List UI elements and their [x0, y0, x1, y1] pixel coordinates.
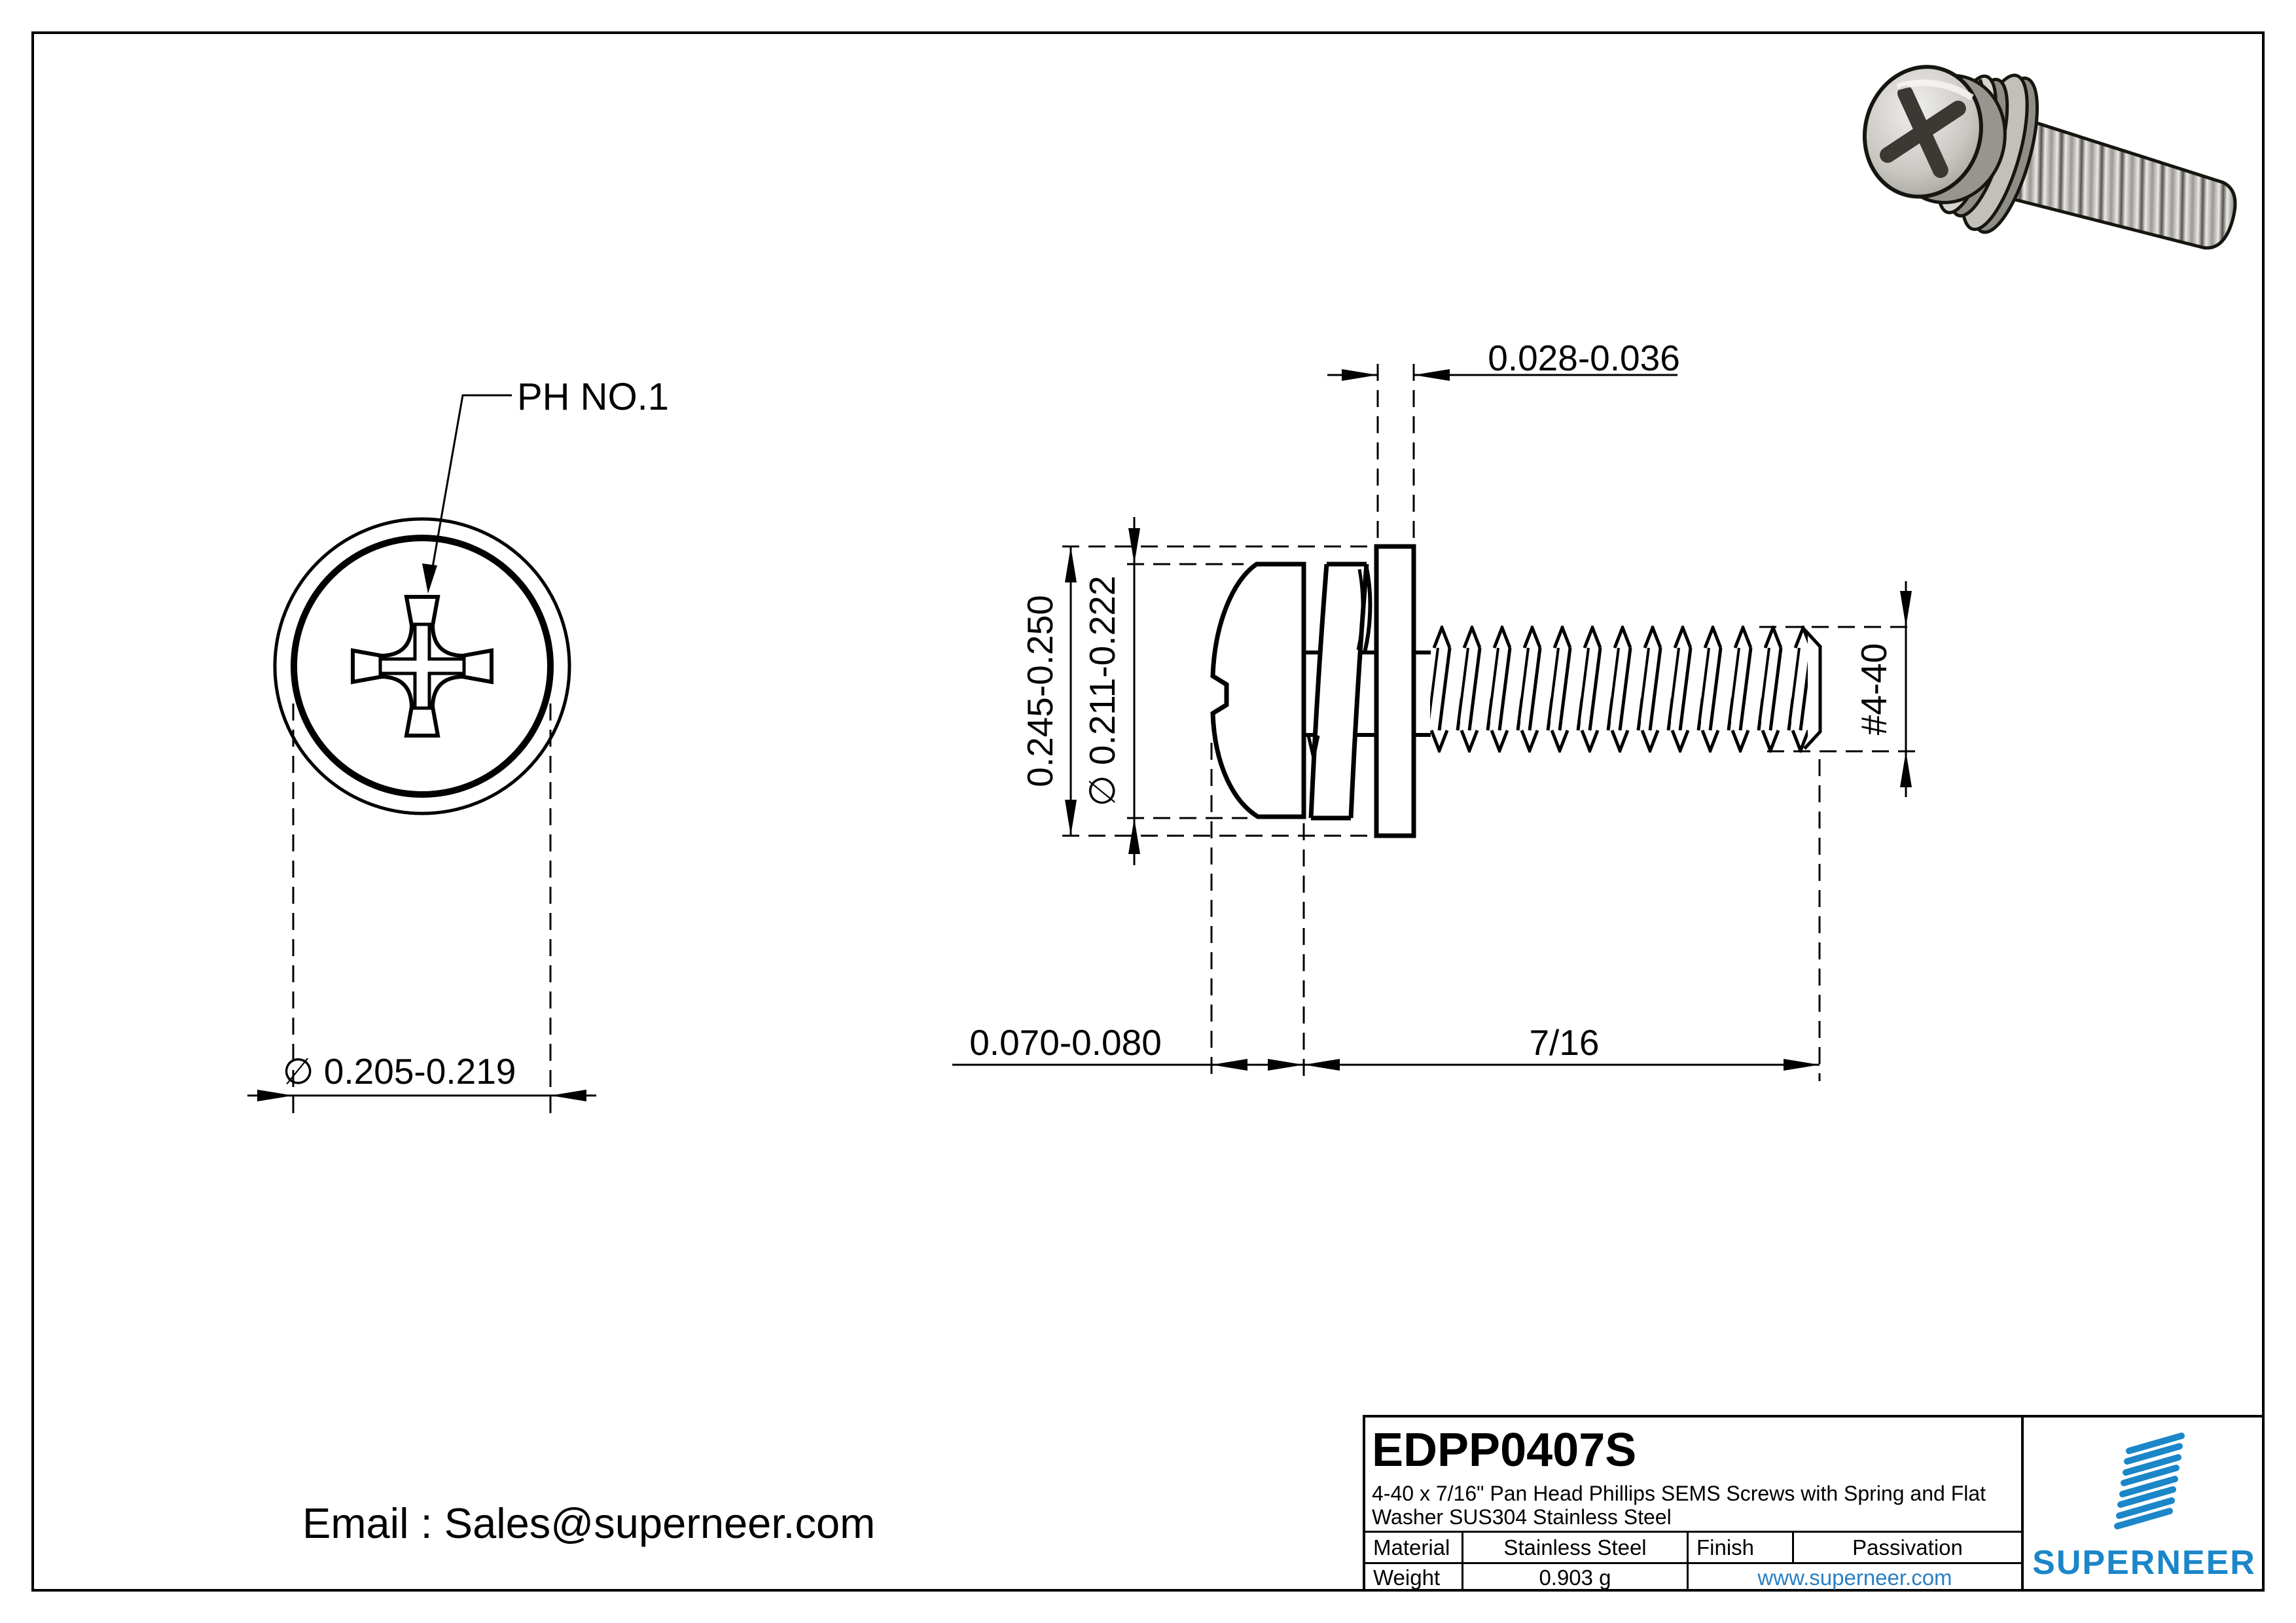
phillips-3d: [1880, 85, 1966, 179]
material-label: Material: [1365, 1533, 1463, 1562]
drive-type-label: PH NO.1: [517, 376, 669, 418]
head-diameter-text: ∅ 0.205-0.219: [283, 1051, 516, 1092]
washer-od-text: 0.245-0.250: [1020, 595, 1060, 787]
top-view: PH NO.1 ∅ 0.205-0.219: [247, 376, 669, 1116]
head-diameter-dimension: ∅ 0.205-0.219: [247, 704, 596, 1116]
flat-washer-side: [1374, 544, 1416, 838]
screw-3d-render: [1862, 65, 2237, 250]
thread-end: [1803, 628, 1822, 750]
spring-washer-side: [1306, 562, 1372, 821]
thread-length-dimension: 7/16: [1304, 759, 1821, 1081]
side-view: 0.028-0.036 0.245-0.250 ∅ 0.211-0.222: [952, 338, 1916, 1081]
thread-zone: [1430, 626, 1808, 753]
washer-od-dimension: 0.245-0.250: [1020, 545, 1374, 837]
table-row: Material Stainless Steel Finish Passivat…: [1365, 1533, 2021, 1562]
part-number: EDPP0407S: [1372, 1424, 1637, 1476]
title-block-main: EDPP0407S 4-40 x 7/16" Pan Head Phillips…: [1365, 1418, 2021, 1592]
drive-leader: [422, 394, 512, 594]
email-contact[interactable]: Email : Sales@superneer.com: [302, 1499, 876, 1547]
washer-thickness-text: 0.028-0.036: [1488, 338, 1680, 378]
part-description: 4-40 x 7/16" Pan Head Phillips SEMS Scre…: [1372, 1482, 1986, 1529]
threaded-shank-3d: [1987, 113, 2237, 250]
superneer-logo-stripes: [2114, 1433, 2185, 1529]
finish-value: Passivation: [1852, 1535, 1963, 1560]
brand-wordmark: SUPERNEER: [2032, 1544, 2256, 1582]
leader-arrow: [422, 563, 437, 594]
washer-thickness-dimension: 0.028-0.036: [1327, 338, 1680, 546]
head-height-dimension: 0.070-0.080: [952, 743, 1305, 1081]
title-block: EDPP0407S 4-40 x 7/16" Pan Head Phillips…: [1363, 1415, 2265, 1592]
sheet-border: [31, 31, 2265, 1592]
head-height-text: 0.070-0.080: [969, 1022, 1162, 1063]
head-od-dimension: ∅ 0.211-0.222: [1082, 517, 1247, 865]
material-value: Stainless Steel: [1463, 1533, 1689, 1562]
head-outline-circle: [291, 535, 554, 798]
table-row: Weight 0.903 g www.superneer.com: [1365, 1562, 2021, 1592]
thread-length-text: 7/16: [1529, 1022, 1599, 1063]
washer-outline-circle: [273, 517, 571, 815]
finish-label: Finish: [1689, 1533, 1794, 1562]
thread-spec-dimension: #4-40: [1759, 581, 1916, 797]
head-highlight: [1896, 79, 1974, 101]
weight-value: 0.903 g: [1463, 1564, 1689, 1592]
brand-panel: SUPERNEER: [2021, 1418, 2265, 1592]
head-od-text: ∅ 0.211-0.222: [1082, 576, 1122, 807]
website-link[interactable]: www.superneer.com: [1757, 1565, 1952, 1590]
thread-spec-text: #4-40: [1854, 643, 1894, 736]
phillips-recess: [351, 595, 493, 738]
pan-head-side: [1210, 562, 1306, 819]
weight-label: Weight: [1365, 1564, 1463, 1592]
spec-table: Material Stainless Steel Finish Passivat…: [1365, 1531, 2021, 1592]
